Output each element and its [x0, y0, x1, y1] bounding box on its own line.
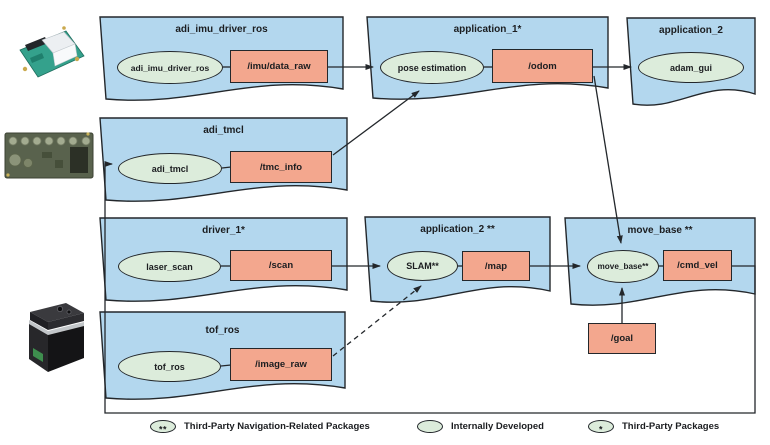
package-title-application-2: application_2 — [659, 25, 723, 36]
topic-tmc-info: /tmc_info — [230, 151, 332, 183]
package-title-application-2-slam: application_2 ** — [420, 224, 495, 235]
package-title-tof-ros: tof_ros — [205, 325, 240, 336]
tof-camera-photo — [29, 303, 84, 372]
legend-nav-glyph: ** — [158, 424, 167, 434]
topic-map: /map — [462, 251, 530, 281]
package-title-move-base: move_base ** — [627, 225, 693, 236]
legend-third-party-packages-label: Third-Party Packages — [622, 421, 720, 432]
arrow-tmc-info-to-pose-estimation — [332, 90, 420, 156]
topic-odom: /odom — [492, 49, 593, 83]
package-title-driver-1: driver_1* — [202, 225, 245, 236]
node-move-base: move_base** — [587, 250, 659, 283]
node-adi-imu-driver-ros: adi_imu_driver_ros — [117, 51, 223, 84]
arrow-image-raw-to-slam-dashed — [332, 285, 422, 357]
topic-imu-data-raw: /imu/data_raw — [230, 50, 328, 83]
arrows — [104, 64, 756, 414]
topic-goal: /goal — [588, 323, 656, 354]
legend-thirdparty-glyph: * — [598, 424, 603, 434]
legend-nav-packages-icon: ** — [150, 420, 176, 434]
node-slam: SLAM** — [387, 251, 458, 281]
topic-scan: /scan — [230, 250, 332, 281]
motor-controller-board-photo — [4, 132, 94, 179]
legend-internally-developed-label: Internally Developed — [451, 421, 544, 432]
topic-cmd-vel: /cmd_vel — [663, 250, 732, 281]
arrow-cmd-vel-feedback-loop-to-adi-tmcl — [104, 161, 756, 414]
package-title-adi-imu-driver-ros: adi_imu_driver_ros — [175, 24, 268, 35]
package-title-application-1: application_1* — [453, 24, 522, 35]
node-pose-estimation: pose estimation — [380, 51, 484, 84]
topic-image-raw: /image_raw — [230, 348, 332, 381]
package-title-adi-tmcl: adi_tmcl — [203, 125, 244, 136]
package-box-move-base — [564, 217, 756, 306]
node-tof-ros: tof_ros — [118, 351, 221, 382]
node-laser-scan: laser_scan — [118, 251, 221, 282]
legend-third-party-packages-icon: * — [588, 420, 614, 434]
node-adam-gui: adam_gui — [638, 52, 744, 83]
imu-sensor-board-photo — [19, 26, 85, 78]
legend-internally-developed-icon — [417, 420, 443, 433]
arrow-odom-to-move-base — [593, 75, 623, 244]
node-adi-tmcl: adi_tmcl — [118, 153, 222, 184]
legend-nav-packages-label: Third-Party Navigation-Related Packages — [184, 421, 370, 432]
